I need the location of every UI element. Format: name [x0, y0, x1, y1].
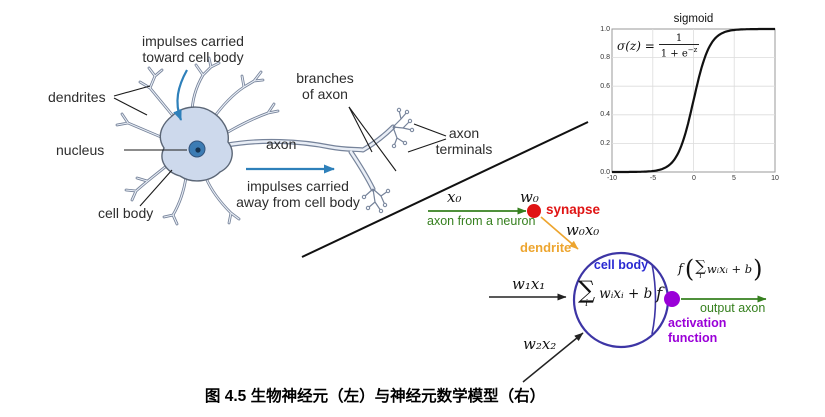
label-impulses-toward-line1: impulses carried — [142, 33, 244, 49]
formula-lhs: σ(z) = — [617, 39, 655, 54]
y-tick-5: 0.2 — [600, 139, 610, 147]
out-formula-sum: ∑ i — [695, 256, 706, 280]
sigmoid-formula: σ(z) = 1 1 + e−z — [617, 33, 700, 60]
out-formula-open-paren: ( — [684, 255, 695, 283]
out-formula-expr: wᵢxᵢ + b — [706, 262, 753, 276]
y-tick-2: 0.8 — [600, 54, 610, 61]
label-activation-line2: function — [668, 331, 718, 345]
sum-symbol: ∑ i — [578, 278, 595, 309]
sigma-glyph: ∑ — [578, 276, 596, 304]
label-synapse: synapse — [546, 202, 601, 217]
divider-line — [301, 121, 589, 258]
plot-gridlines — [612, 29, 775, 172]
label-cell-body-model: cell body — [593, 258, 649, 272]
dendrite-arrow — [540, 216, 579, 250]
x-tick-1: -10 — [606, 174, 618, 182]
label-branches-of-axon: branches of axon — [290, 70, 360, 102]
y-tick-6: 0.0 — [600, 168, 610, 176]
label-axon-terminals-line2: terminals — [435, 141, 493, 157]
y-tick-1: 1.0 — [600, 25, 610, 33]
label-dendrites: dendrites — [48, 89, 106, 105]
sum-expr: wᵢxᵢ + b — [599, 285, 653, 302]
label-output-axon: output axon — [700, 301, 766, 315]
label-branches-line2: of axon — [302, 86, 348, 102]
axon-terminal-knobs — [361, 107, 415, 214]
output-formula: f ( ∑ i wᵢxᵢ + b ) — [678, 255, 763, 283]
label-cell-body: cell body — [98, 205, 154, 221]
out-formula-f: f — [678, 261, 683, 277]
y-tick-4: 0.4 — [600, 111, 610, 118]
x-tick-4: 5 — [732, 174, 736, 182]
formula-denominator: 1 + e−z — [658, 44, 700, 60]
label-axon-from-neuron: axon from a neuron — [427, 214, 536, 228]
neuron-model-drawing — [428, 204, 767, 383]
axon-terminal-twigs — [363, 109, 413, 212]
label-w1x1: w₁x₁ — [512, 275, 546, 293]
out-sigma-limit: i — [699, 271, 702, 280]
out-sigma-glyph: ∑ — [695, 256, 706, 275]
label-branches-line1: branches — [296, 70, 354, 86]
x-tick-3: 0 — [692, 174, 696, 182]
out-formula-close-paren: ) — [753, 255, 763, 283]
label-nucleus: nucleus — [56, 142, 105, 158]
sigmoid-plot — [611, 27, 776, 174]
label-axon-terminals: axon terminals — [432, 125, 496, 157]
label-axon-terminals-line1: axon — [448, 125, 480, 141]
input-arrow-w2x2 — [522, 332, 584, 383]
label-impulses-toward-line2: toward cell body — [142, 49, 244, 65]
nucleolus-dot — [195, 147, 201, 153]
label-x0: x₀ — [447, 188, 462, 206]
formula-den-exp: −z — [687, 46, 698, 54]
formula-den-base: 1 + e — [660, 48, 688, 60]
y-tick-3: 0.6 — [600, 82, 610, 90]
plot-title: sigmoid — [673, 13, 714, 25]
figure-caption: 图 4.5 生物神经元（左）与神经元数学模型（右） — [204, 388, 546, 405]
label-activation-line1: activation — [668, 316, 727, 330]
formula-fraction: 1 1 + e−z — [658, 33, 700, 60]
activation-chord — [651, 263, 657, 335]
label-impulses-away-line2: away from cell body — [236, 194, 360, 210]
label-w2x2: w₂x₂ — [523, 335, 557, 353]
label-pointer-lines — [113, 85, 447, 207]
label-axon: axon — [266, 136, 297, 152]
label-w0x0: w₀x₀ — [566, 221, 600, 239]
label-w0: w₀ — [520, 188, 539, 206]
impulse-toward-arrow-icon — [173, 69, 188, 121]
sum-formula: ∑ i wᵢxᵢ + b — [578, 278, 652, 309]
sigma-limit: i — [585, 299, 589, 309]
formula-numerator: 1 — [675, 33, 683, 44]
label-f: f — [656, 284, 663, 304]
x-tick-2: -5 — [649, 174, 657, 182]
label-impulses-away-line1: impulses carried — [247, 178, 349, 194]
bio-neuron-drawing — [113, 56, 447, 226]
sigmoid-curve — [612, 27, 775, 174]
x-tick-5: 10 — [771, 174, 779, 182]
activation-dot — [664, 291, 680, 307]
label-impulses-away: impulses carried away from cell body — [226, 178, 370, 210]
synapse-dot — [527, 204, 541, 218]
label-activation-function: activation function — [668, 316, 726, 346]
label-impulses-toward: impulses carried toward cell body — [133, 33, 253, 65]
label-dendrite: dendrite — [520, 240, 572, 255]
